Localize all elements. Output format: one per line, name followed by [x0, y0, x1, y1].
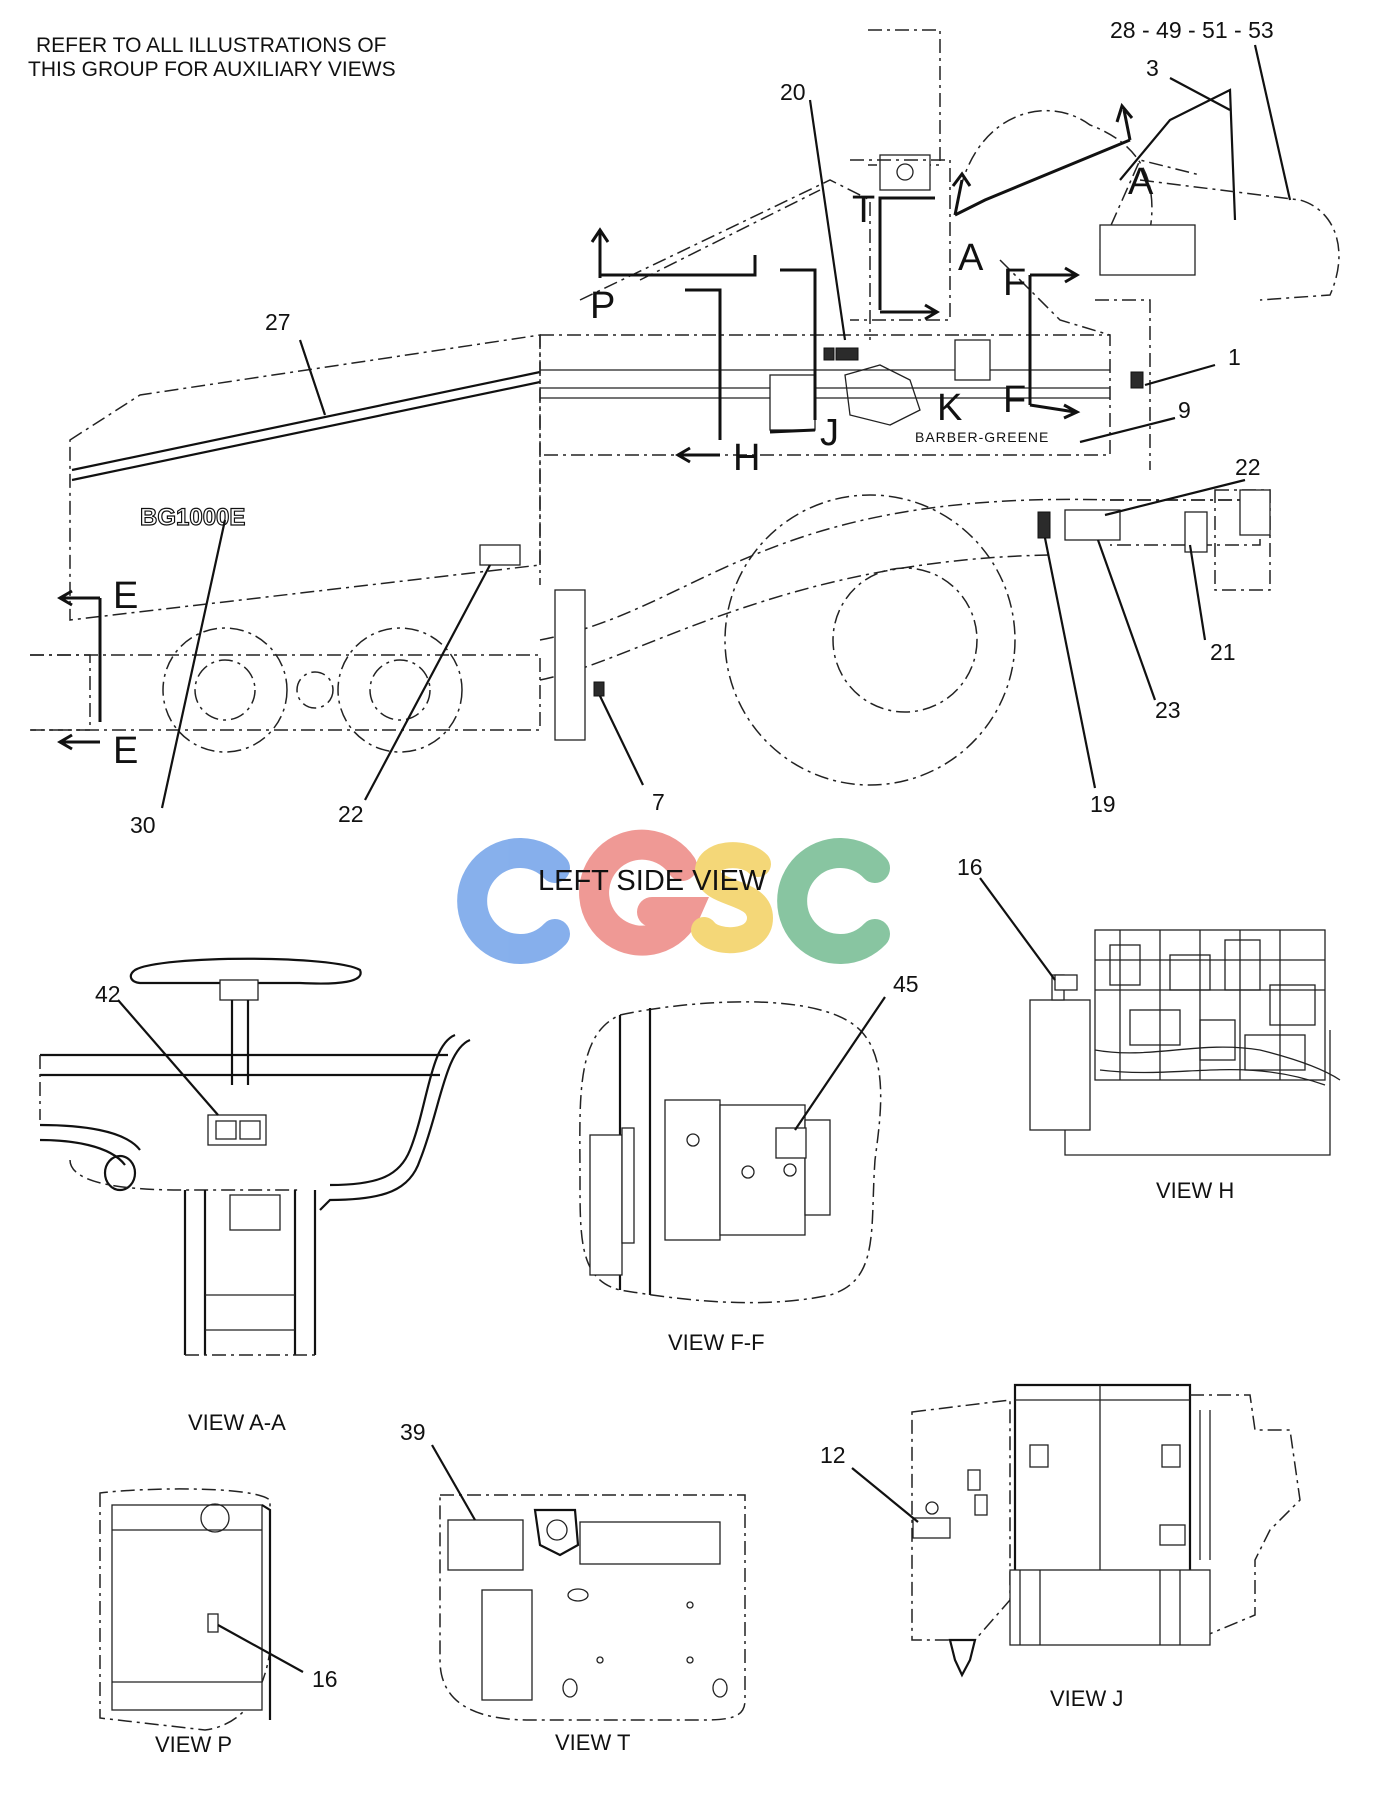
- callout-22-right: 22: [1235, 454, 1261, 480]
- callout-1: 1: [1228, 344, 1241, 370]
- decal-19: [1037, 511, 1051, 539]
- watermark-letter-s: [691, 842, 774, 954]
- leader-45: [794, 996, 886, 1131]
- callout-23: 23: [1155, 697, 1181, 723]
- decal-20a: [823, 347, 835, 361]
- callout-16-h: 16: [957, 854, 983, 880]
- section-arrows: [57, 102, 1134, 751]
- callout-7: 7: [652, 789, 665, 815]
- decal-22-front: [479, 544, 521, 566]
- section-mark-e-bottom: E: [113, 730, 138, 772]
- section-mark-f-bottom: F: [1003, 379, 1026, 421]
- caption-view-j: VIEW J: [1050, 1686, 1123, 1711]
- view-j-drawing: [911, 1383, 1301, 1678]
- callout-9: 9: [1178, 397, 1191, 423]
- section-mark-t: T: [852, 189, 875, 231]
- leader-lines-main: [160, 44, 1292, 809]
- callout-19: 19: [1090, 791, 1116, 817]
- callout-42: 42: [95, 981, 121, 1007]
- view-a-a-drawing: [39, 957, 471, 1356]
- view-f-f-drawing: [579, 1001, 882, 1304]
- leader-16-h: [979, 877, 1056, 981]
- watermark-letter-c1: [457, 838, 570, 964]
- callout-30: 30: [130, 812, 156, 838]
- section-mark-a-top: A: [1128, 161, 1154, 203]
- callout-12: 12: [820, 1442, 846, 1468]
- callout-28-49-51-53: 28 - 49 - 51 - 53: [1110, 17, 1274, 43]
- note-line-1: REFER TO ALL ILLUSTRATIONS OF: [36, 34, 386, 57]
- note-line-2: THIS GROUP FOR AUXILIARY VIEWS: [28, 58, 396, 81]
- callout-21: 21: [1210, 639, 1236, 665]
- callout-20: 20: [780, 79, 806, 105]
- section-mark-k: K: [937, 387, 962, 429]
- section-mark-a: A: [958, 237, 984, 279]
- cgsc-watermark: [457, 829, 890, 964]
- model-badge: BG1000E: [140, 504, 245, 531]
- view-h-drawing: [1029, 929, 1341, 1156]
- callout-27: 27: [265, 309, 291, 335]
- leader-42: [117, 999, 219, 1116]
- watermark-letter-g: [579, 829, 710, 956]
- section-mark-h: H: [733, 437, 760, 479]
- section-mark-p: P: [590, 285, 615, 327]
- caption-view-a-a: VIEW A-A: [188, 1410, 286, 1435]
- view-p-drawing: [99, 1488, 272, 1731]
- leader-16-p: [217, 1624, 304, 1673]
- view-t-drawing: [439, 1494, 746, 1721]
- callout-22-left: 22: [338, 801, 364, 827]
- callout-39: 39: [400, 1419, 426, 1445]
- decal-7: [593, 681, 605, 697]
- caption-view-t: VIEW T: [555, 1730, 630, 1755]
- section-mark-e-top: E: [113, 575, 138, 617]
- caption-view-h: VIEW H: [1156, 1178, 1234, 1203]
- leader-12: [851, 1467, 919, 1523]
- decal-20b: [835, 347, 859, 361]
- callout-3: 3: [1146, 55, 1159, 81]
- watermark-letter-c2: [777, 838, 890, 964]
- callout-16-p: 16: [312, 1666, 338, 1692]
- caption-view-p: VIEW P: [155, 1732, 232, 1757]
- callout-45: 45: [893, 971, 919, 997]
- section-mark-f-top: F: [1003, 262, 1026, 304]
- brand-decal: BARBER-GREENE: [915, 429, 1049, 445]
- decal-1: [1130, 371, 1144, 389]
- leader-39: [431, 1444, 476, 1521]
- section-mark-j: J: [820, 412, 839, 454]
- caption-left-side-view: LEFT SIDE VIEW: [538, 865, 767, 897]
- caption-view-f-f: VIEW F-F: [668, 1330, 765, 1355]
- machine-left-side: BG1000E BARBER-GREENE: [30, 29, 1340, 786]
